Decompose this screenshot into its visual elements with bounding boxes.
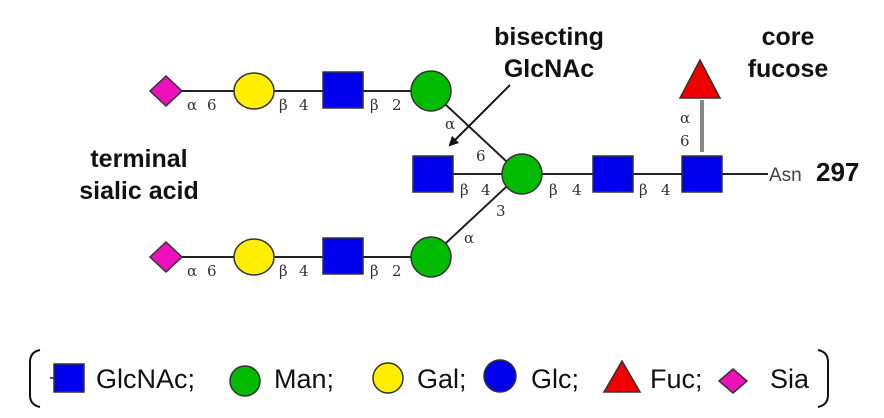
linkage-label: 2 <box>392 96 402 114</box>
linkage-label: β <box>460 181 469 199</box>
linkage-label: 4 <box>481 181 491 199</box>
linkage-label: β <box>370 262 379 280</box>
linkage-label: 2 <box>392 262 402 280</box>
linkage-label: α <box>187 262 197 280</box>
linkage-label: 3 <box>496 202 506 220</box>
linkage-label: β <box>370 96 379 114</box>
legend-bracket-left <box>29 349 41 408</box>
core-fucose-title: core <box>762 23 815 51</box>
linkage-label: 6 <box>476 147 486 165</box>
man-circle-upper <box>410 70 452 112</box>
asn-position: 297 <box>816 157 859 187</box>
bisecting-arrow <box>448 84 511 147</box>
core-fucose-title: fucose <box>748 55 829 83</box>
linkage-label: α <box>680 109 690 127</box>
fuc-triangle-core <box>678 58 722 99</box>
linkage-label: β <box>549 181 558 199</box>
legend-label: GlcNAc; <box>96 364 195 394</box>
linkage-label: 4 <box>572 181 582 199</box>
legend-label: Man; <box>274 364 334 394</box>
glcnac-square-core-1 <box>592 155 634 193</box>
linkage-label: α <box>445 115 455 133</box>
legend-glcnac-icon <box>53 363 85 393</box>
linkage-label: α <box>187 96 197 114</box>
linkage-label: β <box>279 262 288 280</box>
linkage-label: 6 <box>207 96 217 114</box>
glcnac-square-top <box>322 71 364 109</box>
linkage-label: 4 <box>661 181 671 199</box>
linkage-label: β <box>639 181 648 199</box>
terminal-sialic-title: sialic acid <box>79 177 199 205</box>
linkage-label: β <box>279 96 288 114</box>
glcnac-square-core-2 <box>681 155 723 193</box>
linkage-label: 6 <box>680 132 690 150</box>
legend-sia-icon <box>717 368 749 394</box>
linkage-label: 4 <box>299 262 309 280</box>
bisecting-title: bisecting <box>494 23 604 51</box>
legend-gal-icon <box>372 362 404 394</box>
man-circle-lower <box>410 236 452 278</box>
sia-diamond-top <box>148 74 184 108</box>
legend-man-icon <box>229 365 261 397</box>
legend-label: Gal; <box>417 364 467 394</box>
linkage-label: 6 <box>207 262 217 280</box>
glcnac-square-bottom <box>322 237 364 275</box>
linkage-label: 4 <box>299 96 309 114</box>
linkage-label: α <box>464 229 474 247</box>
legend-label: Fuc; <box>650 364 703 394</box>
glcnac-square-bisecting <box>412 155 454 193</box>
legend: GlcNAc; Man; Gal; Glc; Fuc; Sia <box>29 349 829 408</box>
man-circle-core <box>501 153 543 195</box>
legend-bracket-right <box>817 349 829 408</box>
terminal-sialic-title: terminal <box>90 145 187 173</box>
asn-label: Asn <box>769 165 802 186</box>
bisecting-title: GlcNAc <box>504 55 594 83</box>
sia-diamond-bottom <box>148 240 184 274</box>
legend-label: Glc; <box>531 364 579 394</box>
legend-glc-icon <box>483 359 517 393</box>
gal-circle-bottom <box>233 238 275 276</box>
gal-circle-top <box>233 72 275 110</box>
legend-fuc-icon <box>602 359 642 393</box>
legend-label: Sia <box>770 364 810 394</box>
